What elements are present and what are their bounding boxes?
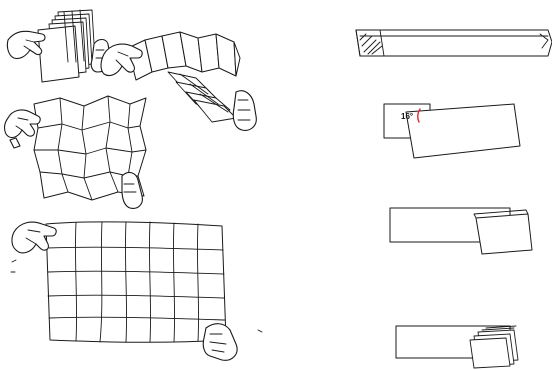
hand-right-mid [122,173,142,209]
hand-left-mid [5,110,41,148]
overlap-fold-diagram [390,208,532,254]
folded-stack [38,10,95,82]
hand-right-bottom [203,324,262,361]
accordion-pleats [128,32,240,122]
flat-grid-sheet [46,222,226,342]
angle-label: 16° [401,112,413,121]
stacked-fold-diagram [396,326,518,368]
angle-fold-diagram: 16° [384,104,520,158]
hand-lower-right-zigzag [233,91,256,131]
long-strip-diagram [356,30,552,56]
